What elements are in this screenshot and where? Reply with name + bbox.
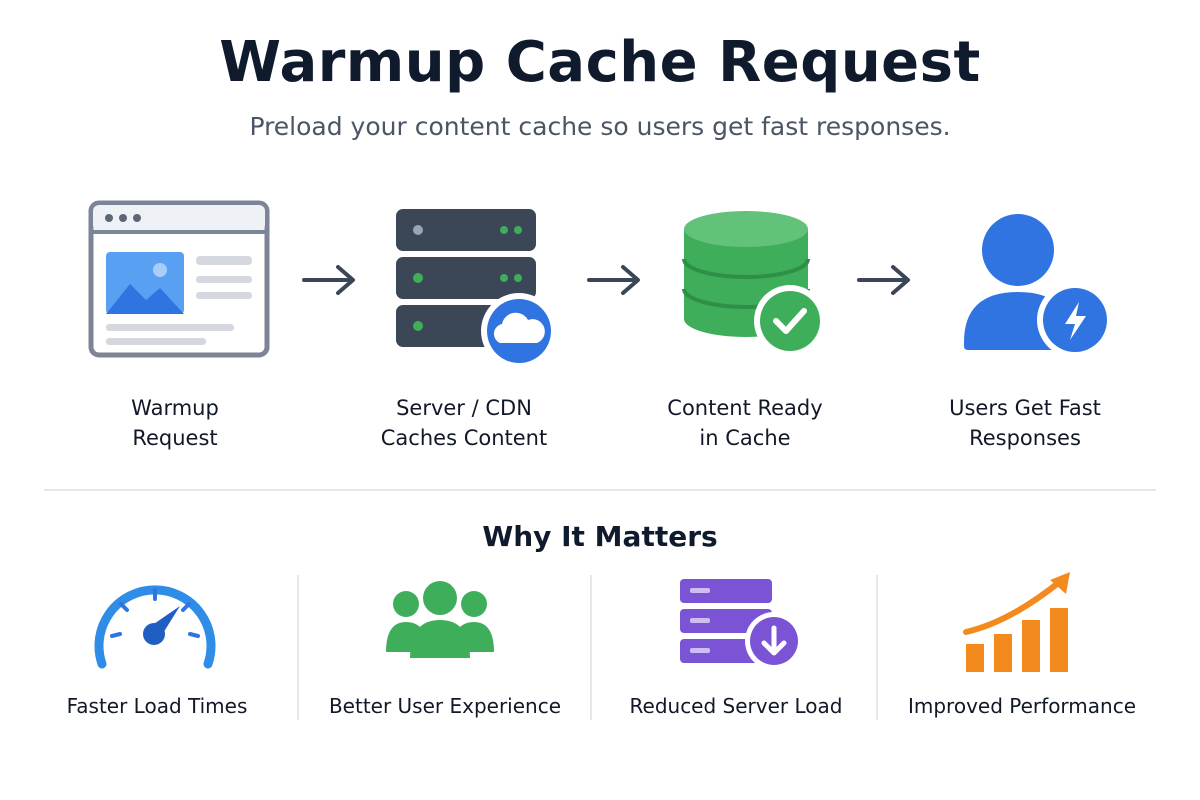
benefit-separator [297, 575, 299, 720]
browser-window-icon [88, 200, 270, 358]
server-cloud-icon [396, 209, 557, 365]
benefit-label: Faster Load Times [66, 694, 248, 718]
page-subtitle: Preload your content cache so users get … [249, 112, 951, 141]
user-lightning-icon [964, 214, 1113, 358]
growth-chart-icon [963, 572, 1070, 672]
page-title: Warmup Cache Request [219, 30, 981, 95]
database-check-icon [682, 211, 826, 357]
benefit-label: Better User Experience [328, 694, 562, 718]
section-divider [44, 489, 1156, 491]
server-download-icon [680, 579, 803, 670]
benefit-label: Reduced Server Load [629, 694, 843, 718]
benefit-label: Improved Performance [907, 694, 1137, 718]
user-group-icon [386, 581, 494, 658]
speedometer-icon [94, 585, 216, 669]
section-title: Why It Matters [482, 520, 718, 553]
arrow-right-icon [587, 265, 640, 295]
arrow-right-icon [857, 265, 910, 295]
arrow-right-icon [302, 265, 355, 295]
benefit-separator [876, 575, 878, 720]
benefit-separator [590, 575, 592, 720]
